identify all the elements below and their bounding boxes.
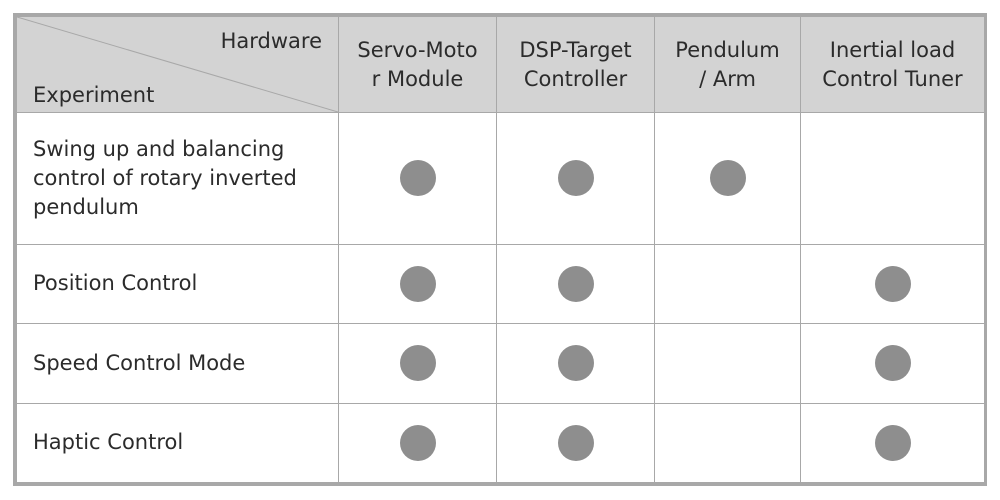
matrix-cell	[338, 112, 497, 245]
filled-circle-icon	[399, 345, 436, 382]
corner-header: Hardware Experiment	[16, 16, 339, 113]
filled-circle-icon	[874, 424, 911, 461]
row-label: Speed Control Mode	[16, 323, 339, 404]
experiment-label: Experiment	[33, 83, 155, 107]
matrix-cell	[654, 402, 801, 484]
matrix-cell	[338, 402, 497, 484]
table-row: Speed Control Mode	[16, 323, 985, 404]
filled-circle-icon	[399, 424, 436, 461]
matrix-cell	[496, 112, 655, 245]
table-row: Haptic Control	[16, 402, 985, 484]
filled-circle-icon	[399, 160, 436, 197]
filled-circle-icon	[557, 424, 594, 461]
matrix-cell	[496, 402, 655, 484]
row-label: Haptic Control	[16, 402, 339, 484]
matrix-cell	[654, 323, 801, 404]
column-header-label: Pendulum/ Arm	[675, 37, 780, 91]
filled-circle-icon	[874, 345, 911, 382]
matrix-cell	[338, 243, 497, 325]
matrix-cell	[800, 112, 985, 245]
table-row: Position Control	[16, 243, 985, 325]
matrix-cell	[496, 243, 655, 325]
row-label: Position Control	[16, 243, 339, 325]
matrix-cell	[800, 323, 985, 404]
column-header-pendulum-arm: Pendulum/ Arm	[654, 16, 801, 113]
matrix-cell	[800, 402, 985, 484]
matrix-cell	[496, 323, 655, 404]
filled-circle-icon	[557, 160, 594, 197]
corner-diagonal-line	[17, 17, 338, 112]
hardware-label: Hardware	[220, 29, 322, 53]
filled-circle-icon	[874, 265, 911, 302]
filled-circle-icon	[709, 160, 746, 197]
matrix-cell	[654, 243, 801, 325]
filled-circle-icon	[557, 265, 594, 302]
matrix-cell	[338, 323, 497, 404]
matrix-cell	[800, 243, 985, 325]
filled-circle-icon	[557, 345, 594, 382]
filled-circle-icon	[399, 265, 436, 302]
matrix-cell	[654, 112, 801, 245]
